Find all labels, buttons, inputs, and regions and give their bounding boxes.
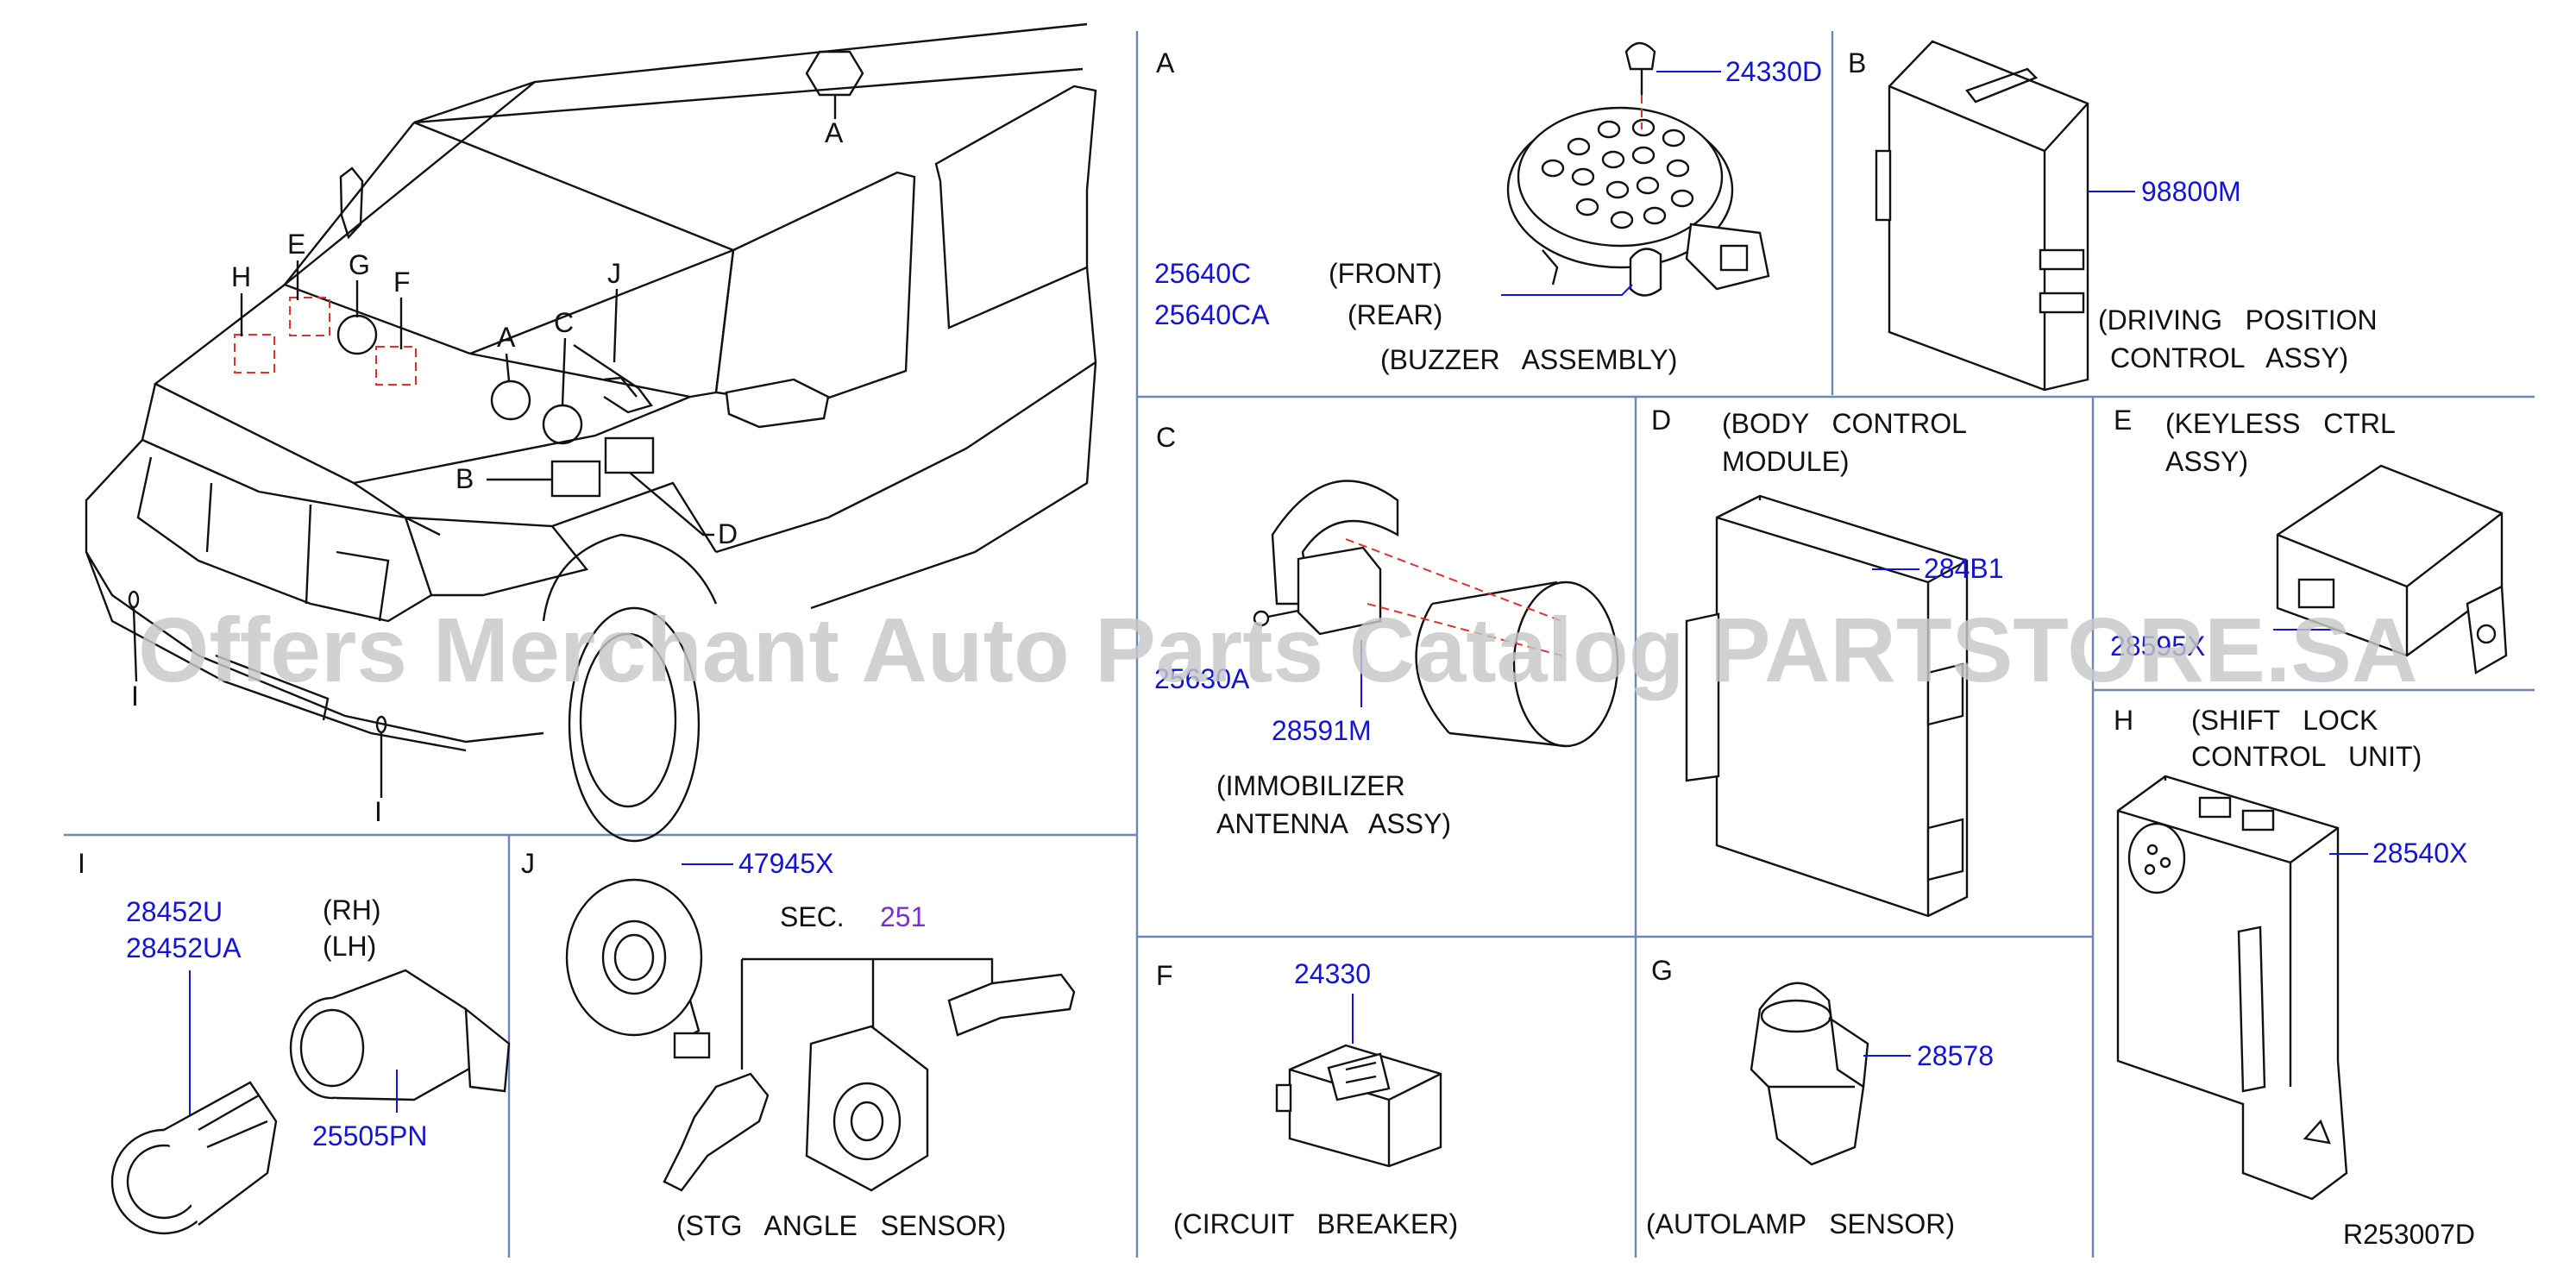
immobilizer-drawing — [1253, 480, 1619, 748]
keyless-caption-1: (KEYLESS CTRL — [2165, 408, 2396, 439]
panel-f-letter: F — [1156, 960, 1173, 991]
watermark-text: Offers Merchant Auto Parts Catalog PARTS… — [138, 599, 2418, 701]
panel-e-letter: E — [2114, 405, 2132, 436]
sec-label: SEC. — [780, 901, 845, 932]
part-47945X: 47945X — [738, 848, 833, 879]
panel-h-letter: H — [2114, 705, 2133, 736]
keyless-module-drawing — [2276, 464, 2508, 675]
part-28452U: 28452U — [126, 896, 223, 927]
part-28540X: 28540X — [2372, 838, 2467, 869]
overview-leaders — [132, 95, 837, 798]
driving-position-caption-1: (DRIVING POSITION — [2098, 304, 2378, 336]
stg-angle-caption: (STG ANGLE SENSOR) — [676, 1210, 1006, 1241]
immobilizer-caption-2: ANTENNA ASSY) — [1216, 808, 1451, 839]
callout-d: D — [718, 518, 738, 549]
part-28591M: 28591M — [1272, 715, 1372, 746]
callout-f: F — [393, 267, 411, 298]
driving-position-caption-2: CONTROL ASSY) — [2110, 342, 2348, 373]
shift-lock-caption-1: (SHIFT LOCK — [2191, 705, 2378, 736]
buzzer-front-label: (FRONT) — [1329, 258, 1442, 289]
panel-d-body-control-module: D (BODY CONTROL MODULE) 284B1 — [1651, 405, 2004, 918]
parking-sensor-drawing — [110, 969, 511, 1235]
buzzer-drawing — [1506, 41, 1770, 297]
part-25630A: 25630A — [1154, 663, 1250, 694]
panel-c-immobilizer: C 25630A 28591M (IMMOBILIZER ANTENNA ASS… — [1154, 422, 1619, 839]
part-25640C: 25640C — [1154, 258, 1251, 289]
panel-i-letter: I — [78, 848, 85, 879]
vehicle-outline — [85, 22, 1097, 843]
buzzer-caption: (BUZZER ASSEMBLY) — [1380, 344, 1677, 375]
shift-lock-drawing — [2116, 775, 2348, 1201]
callout-i-left: I — [131, 681, 139, 712]
callout-a-top: A — [825, 117, 844, 148]
buzzer-rear-label: (REAR) — [1348, 299, 1442, 330]
part-24330D: 24330D — [1725, 56, 1822, 87]
callout-e: E — [287, 229, 305, 260]
combination-switch-drawing — [663, 973, 1076, 1192]
spiral-cable-drawing — [565, 878, 711, 1059]
panel-g-letter: G — [1651, 955, 1673, 986]
immobilizer-caption-1: (IMMOBILIZER — [1216, 770, 1405, 801]
panel-e-keyless-control: E (KEYLESS CTRL ASSY) 28595X — [2110, 405, 2508, 675]
sec-number-251: 251 — [880, 901, 926, 932]
panel-b-letter: B — [1848, 47, 1866, 78]
shift-lock-caption-2: CONTROL UNIT) — [2191, 741, 2422, 772]
bcm-caption-2: MODULE) — [1722, 446, 1850, 477]
panel-d-letter: D — [1651, 405, 1671, 436]
lh-label: (LH) — [323, 931, 376, 962]
circuit-breaker-drawing — [1275, 1044, 1442, 1168]
bcm-caption-1: (BODY CONTROL — [1722, 408, 1967, 439]
panel-a-buzzer: A — [1154, 41, 1822, 375]
part-24330: 24330 — [1294, 958, 1371, 989]
part-28595X: 28595X — [2110, 631, 2205, 662]
panel-g-autolamp-sensor: G 28578 (AUTOLAMP SENSOR) — [1646, 955, 1994, 1239]
driving-position-module-drawing — [1875, 40, 2089, 392]
panel-dividers — [64, 31, 2535, 1258]
panel-j-steering-angle-sensor: J 47945X SEC. 251 (STG ANGLE SENSOR) — [521, 848, 1076, 1241]
vehicle-overview: A H E G F A C J B D I I — [85, 22, 1097, 843]
callout-c: C — [554, 307, 574, 338]
callout-a-dash: A — [497, 322, 516, 353]
panel-a-letter: A — [1156, 47, 1175, 78]
callout-j: J — [607, 258, 621, 289]
circuit-breaker-caption: (CIRCUIT BREAKER) — [1173, 1208, 1458, 1239]
panel-h-shift-lock: H (SHIFT LOCK CONTROL UNIT) 28540X R2530… — [2114, 705, 2475, 1250]
callout-h: H — [231, 261, 251, 292]
keyless-caption-2: ASSY) — [2165, 446, 2248, 477]
component-markers — [234, 50, 864, 498]
panel-j-letter: J — [521, 848, 535, 879]
part-98800M: 98800M — [2141, 176, 2241, 207]
part-28578: 28578 — [1917, 1040, 1994, 1071]
part-25640CA: 25640CA — [1154, 299, 1270, 330]
diagram-id: R253007D — [2343, 1219, 2475, 1250]
callout-b: B — [456, 463, 474, 494]
part-25505PN: 25505PN — [312, 1120, 427, 1151]
panel-f-circuit-breaker: F 24330 (CIRCUIT BREAKER) — [1156, 958, 1458, 1239]
panel-b-driving-position: B 98800M (DRIVING POSITION CONTROL ASSY) — [1848, 40, 2378, 392]
panel-i-parking-sensor: I 28452U (RH) 28452UA (LH) 25505PN — [78, 848, 511, 1235]
part-28452UA: 28452UA — [126, 932, 242, 963]
overview-callout-letters: A H E G F A C J B D I I — [131, 117, 844, 827]
autolamp-caption: (AUTOLAMP SENSOR) — [1646, 1208, 1955, 1239]
bcm-drawing — [1685, 494, 1969, 918]
callout-g: G — [349, 249, 370, 280]
part-284B1: 284B1 — [1924, 553, 2004, 584]
buzzer-holes — [1541, 118, 1694, 229]
panel-c-letter: C — [1156, 422, 1176, 453]
rh-label: (RH) — [323, 894, 381, 925]
autolamp-sensor-drawing — [1750, 982, 1869, 1166]
callout-i-right: I — [374, 796, 382, 827]
